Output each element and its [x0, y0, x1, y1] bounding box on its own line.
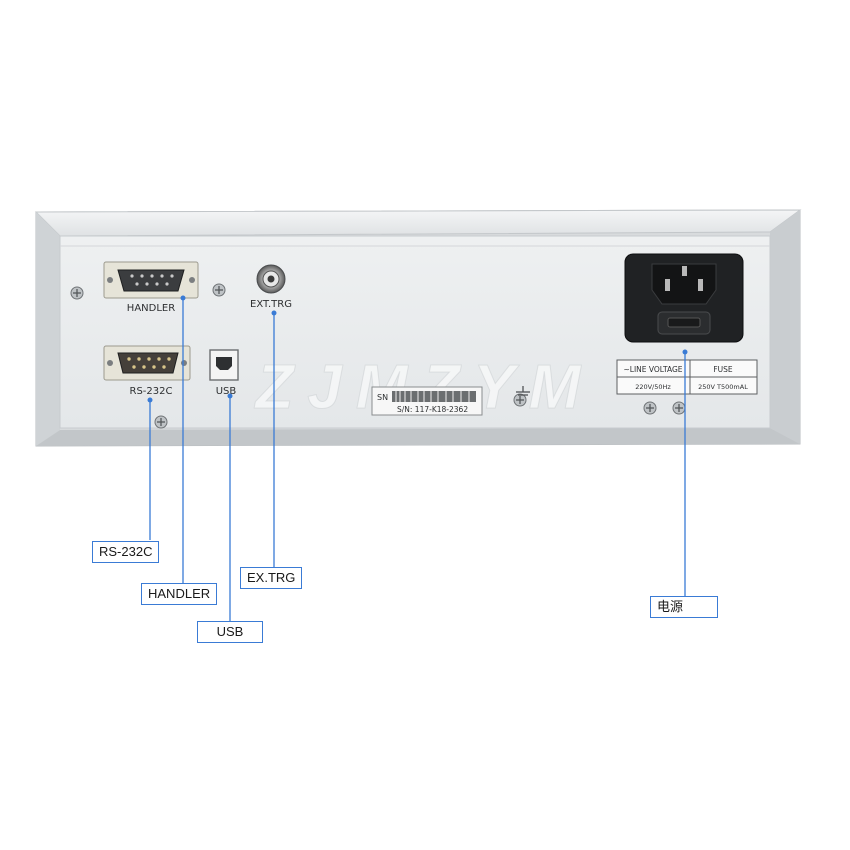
fuse-header: FUSE: [713, 365, 733, 374]
power-callout: 电源: [650, 596, 718, 618]
fuse-value: 250V T500mAL: [698, 383, 748, 391]
usb-leader-dot: [227, 393, 233, 399]
handler-port-label: HANDLER: [127, 303, 175, 314]
ground-symbol-icon: [516, 386, 530, 396]
rs232-leader-dot: [147, 397, 153, 403]
callout-leader-lines: [149, 298, 686, 622]
screw-icon: [643, 401, 657, 415]
usb-port-label: USB: [216, 386, 237, 397]
handler-leader-dot: [180, 295, 186, 301]
rs232-port-label: RS-232C: [130, 386, 173, 397]
handler-callout: HANDLER: [141, 583, 218, 605]
ext-trg-callout: EX.TRG: [240, 567, 303, 589]
screw-icon: [154, 415, 168, 429]
line-voltage-fuse-label: [616, 359, 758, 395]
line-voltage-header: ~LINE VOLTAGE: [623, 365, 682, 374]
screw-icon: [513, 393, 527, 407]
screw-icon: [672, 401, 686, 415]
power-inlet-socket[interactable]: [624, 253, 744, 343]
ext-trg-bnc-connector[interactable]: [256, 264, 286, 294]
serial-number-text: S/N: 117-K18-2362: [397, 405, 468, 414]
usb-callout: USB: [197, 621, 263, 643]
ext-trg-leader-dot: [271, 310, 277, 316]
sn-label: SN: [377, 393, 388, 402]
usb-port-connector[interactable]: [209, 349, 239, 381]
rs232-port-connector[interactable]: [103, 345, 191, 381]
screw-icon: [70, 286, 84, 300]
line-voltage-value: 220V/50Hz: [635, 383, 671, 391]
rs232-callout: RS-232C: [92, 541, 160, 563]
screw-icon: [212, 283, 226, 297]
serial-number-sticker: [371, 386, 483, 416]
power-leader-dot: [682, 349, 688, 355]
handler-port-connector[interactable]: [103, 261, 199, 299]
ext-trg-label: EXT.TRG: [250, 299, 292, 310]
